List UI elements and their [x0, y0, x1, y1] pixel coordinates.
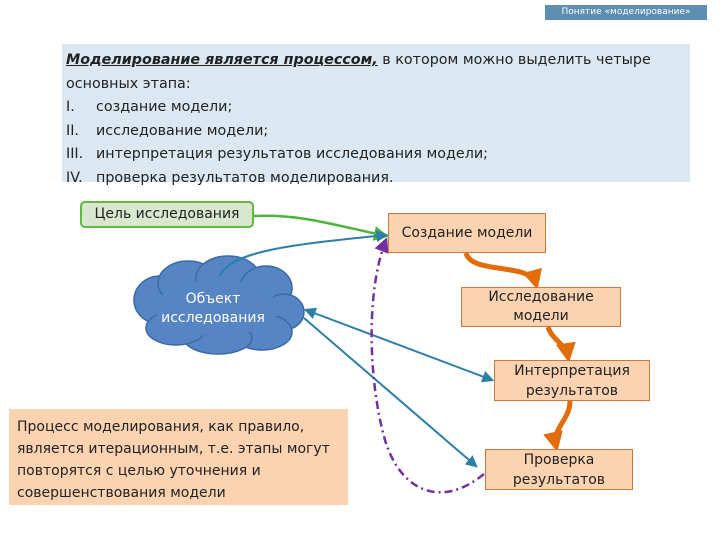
interp-line1: Интерпретация: [514, 363, 630, 379]
iteration-feedback-arrow: [370, 237, 485, 494]
interp-line2: результатов: [525, 383, 619, 399]
object-to-check-arrow: [303, 317, 478, 468]
study-to-interp-arrow: [545, 326, 576, 363]
stage-number: II.: [66, 122, 79, 139]
definition-emphasis: Моделирование является процессом,: [66, 52, 378, 68]
object-to-model-arrow: [219, 230, 389, 277]
definition-lead-line2: основных этапа:: [66, 75, 191, 92]
stage-item: IV. проверка результатов моделирования.: [66, 167, 684, 191]
interp-to-check-arrow: [543, 400, 573, 452]
stage-text: интерпретация результатов исследования м…: [96, 146, 488, 162]
stage-number: I.: [66, 99, 75, 115]
slide-topic-tag: Понятие «моделирование»: [545, 5, 707, 20]
stage-text: проверка результатов моделирования.: [96, 169, 394, 186]
note-line: Процесс моделирования, как правило,: [17, 419, 305, 435]
note-line: совершенствования модели: [17, 485, 226, 501]
definition-text-block: Моделирование является процессом, в кото…: [62, 44, 690, 186]
stage-item: III. интерпретация результатов исследова…: [66, 143, 684, 167]
object-interpretation-arrow: [303, 307, 495, 383]
check-line2: результатов: [512, 472, 606, 488]
study-model-box: Исследование модели: [461, 287, 621, 327]
object-label-line1: Объект: [185, 291, 241, 307]
check-line1: Проверка: [523, 452, 595, 468]
stage-number: IV.: [66, 169, 83, 186]
check-results-box: Проверка результатов: [485, 449, 633, 490]
object-cloud-shape: [133, 255, 305, 355]
study-line1: Исследование: [488, 289, 594, 305]
study-line2: модели: [513, 308, 569, 324]
stage-number: III.: [66, 146, 84, 162]
model-to-study-arrow: [463, 251, 542, 290]
note-line: повторятся с целью уточнения и: [17, 463, 261, 479]
stage-text: создание модели;: [96, 99, 233, 115]
goal-to-model-arrow: [253, 214, 389, 241]
object-label-line2: исследования: [161, 310, 265, 326]
stage-text: исследование модели;: [96, 122, 269, 139]
object-cloud-label: Объект исследования: [150, 290, 276, 328]
interpretation-box: Интерпретация результатов: [494, 360, 650, 401]
create-model-box: Создание модели: [388, 213, 546, 253]
iteration-note: Процесс моделирования, как правило, явля…: [9, 409, 348, 505]
definition-lead: Моделирование является процессом, в кото…: [66, 49, 684, 73]
definition-lead-rest: в котором можно выделить четыре: [377, 52, 651, 68]
stage-item: I. создание модели;: [66, 96, 684, 120]
stage-item: II. исследование модели;: [66, 120, 684, 144]
goal-box: Цель исследования: [80, 201, 254, 228]
note-line: является итерационным, т.е. этапы могут: [17, 441, 330, 457]
